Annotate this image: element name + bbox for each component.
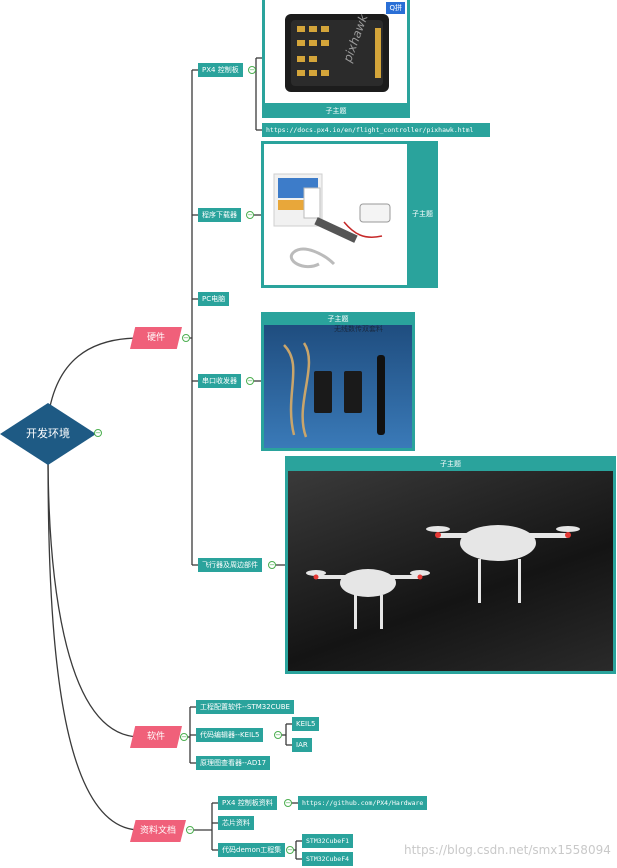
root-diamond	[0, 403, 96, 465]
image-card-serial[interactable]: 子主题 无线数传双套料	[261, 312, 415, 451]
node-ad17[interactable]: 原理图查看器--AD17	[196, 756, 271, 770]
node-stm32cube[interactable]: 工程配置软件--STM32CUBE	[196, 700, 294, 714]
branch-software[interactable]: 软件	[130, 726, 182, 748]
node-keil5-leaf[interactable]: KEIL5	[292, 717, 320, 731]
link-px4-hardware[interactable]: https://github.com/PX4/Hardware	[298, 796, 428, 810]
node-programmer[interactable]: 程序下载器	[198, 208, 241, 222]
image-tag: Q拼	[386, 2, 405, 14]
root-topic[interactable]: 开发环境	[26, 427, 70, 440]
node-chip-docs[interactable]: 芯片资料	[218, 816, 254, 830]
collapse-toggle-icon[interactable]: −	[268, 561, 276, 569]
collapse-toggle-icon[interactable]: −	[180, 733, 188, 741]
collapse-toggle-icon[interactable]: −	[94, 429, 102, 437]
node-aircraft[interactable]: 飞行器及周边部件	[198, 558, 262, 572]
node-px4-board[interactable]: PX4 控制板	[198, 63, 243, 77]
card-label: 子主题	[325, 107, 347, 115]
programmer-image	[264, 144, 407, 285]
collapse-toggle-icon[interactable]: −	[286, 846, 294, 854]
node-stm32cubef1[interactable]: STM32CubeF1	[302, 834, 354, 848]
card-label: 子主题	[327, 315, 349, 323]
watermark: https://blog.csdn.net/smx1558094	[404, 843, 611, 857]
node-demo-projects[interactable]: 代码demon工程集	[218, 843, 286, 857]
link-px4-docs[interactable]: https://docs.px4.io/en/flight_controller…	[262, 123, 490, 137]
aircraft-image	[288, 471, 613, 671]
image-card-aircraft[interactable]: 子主题	[285, 456, 616, 674]
node-stm32cubef4[interactable]: STM32CubeF4	[302, 852, 354, 866]
image-caption: 无线数传双套料	[334, 325, 383, 333]
node-iar-leaf[interactable]: IAR	[292, 738, 312, 752]
collapse-toggle-icon[interactable]: −	[182, 334, 190, 342]
collapse-toggle-icon[interactable]: −	[284, 799, 292, 807]
image-card-programmer[interactable]: 子主题	[261, 141, 438, 288]
card-label: 子主题	[412, 210, 433, 218]
collapse-toggle-icon[interactable]: −	[274, 731, 282, 739]
card-label: 子主题	[440, 460, 461, 468]
collapse-toggle-icon[interactable]: −	[248, 66, 256, 74]
node-keil5[interactable]: 代码编辑器--KEIL5	[196, 728, 264, 742]
node-px4-docs[interactable]: PX4 控制板资料	[218, 796, 277, 810]
collapse-toggle-icon[interactable]: −	[186, 826, 194, 834]
branch-documents[interactable]: 资料文档	[130, 820, 186, 842]
px4-board-image: pixhawk Q拼	[265, 0, 407, 103]
node-serial-transceiver[interactable]: 串口收发器	[198, 374, 241, 388]
collapse-toggle-icon[interactable]: −	[246, 377, 254, 385]
collapse-toggle-icon[interactable]: −	[246, 211, 254, 219]
serial-transceiver-image: 无线数传双套料	[264, 325, 412, 448]
branch-hardware[interactable]: 硬件	[130, 327, 182, 349]
image-card-px4[interactable]: pixhawk Q拼 子主题	[262, 0, 410, 118]
node-pc[interactable]: PC电脑	[198, 292, 230, 306]
